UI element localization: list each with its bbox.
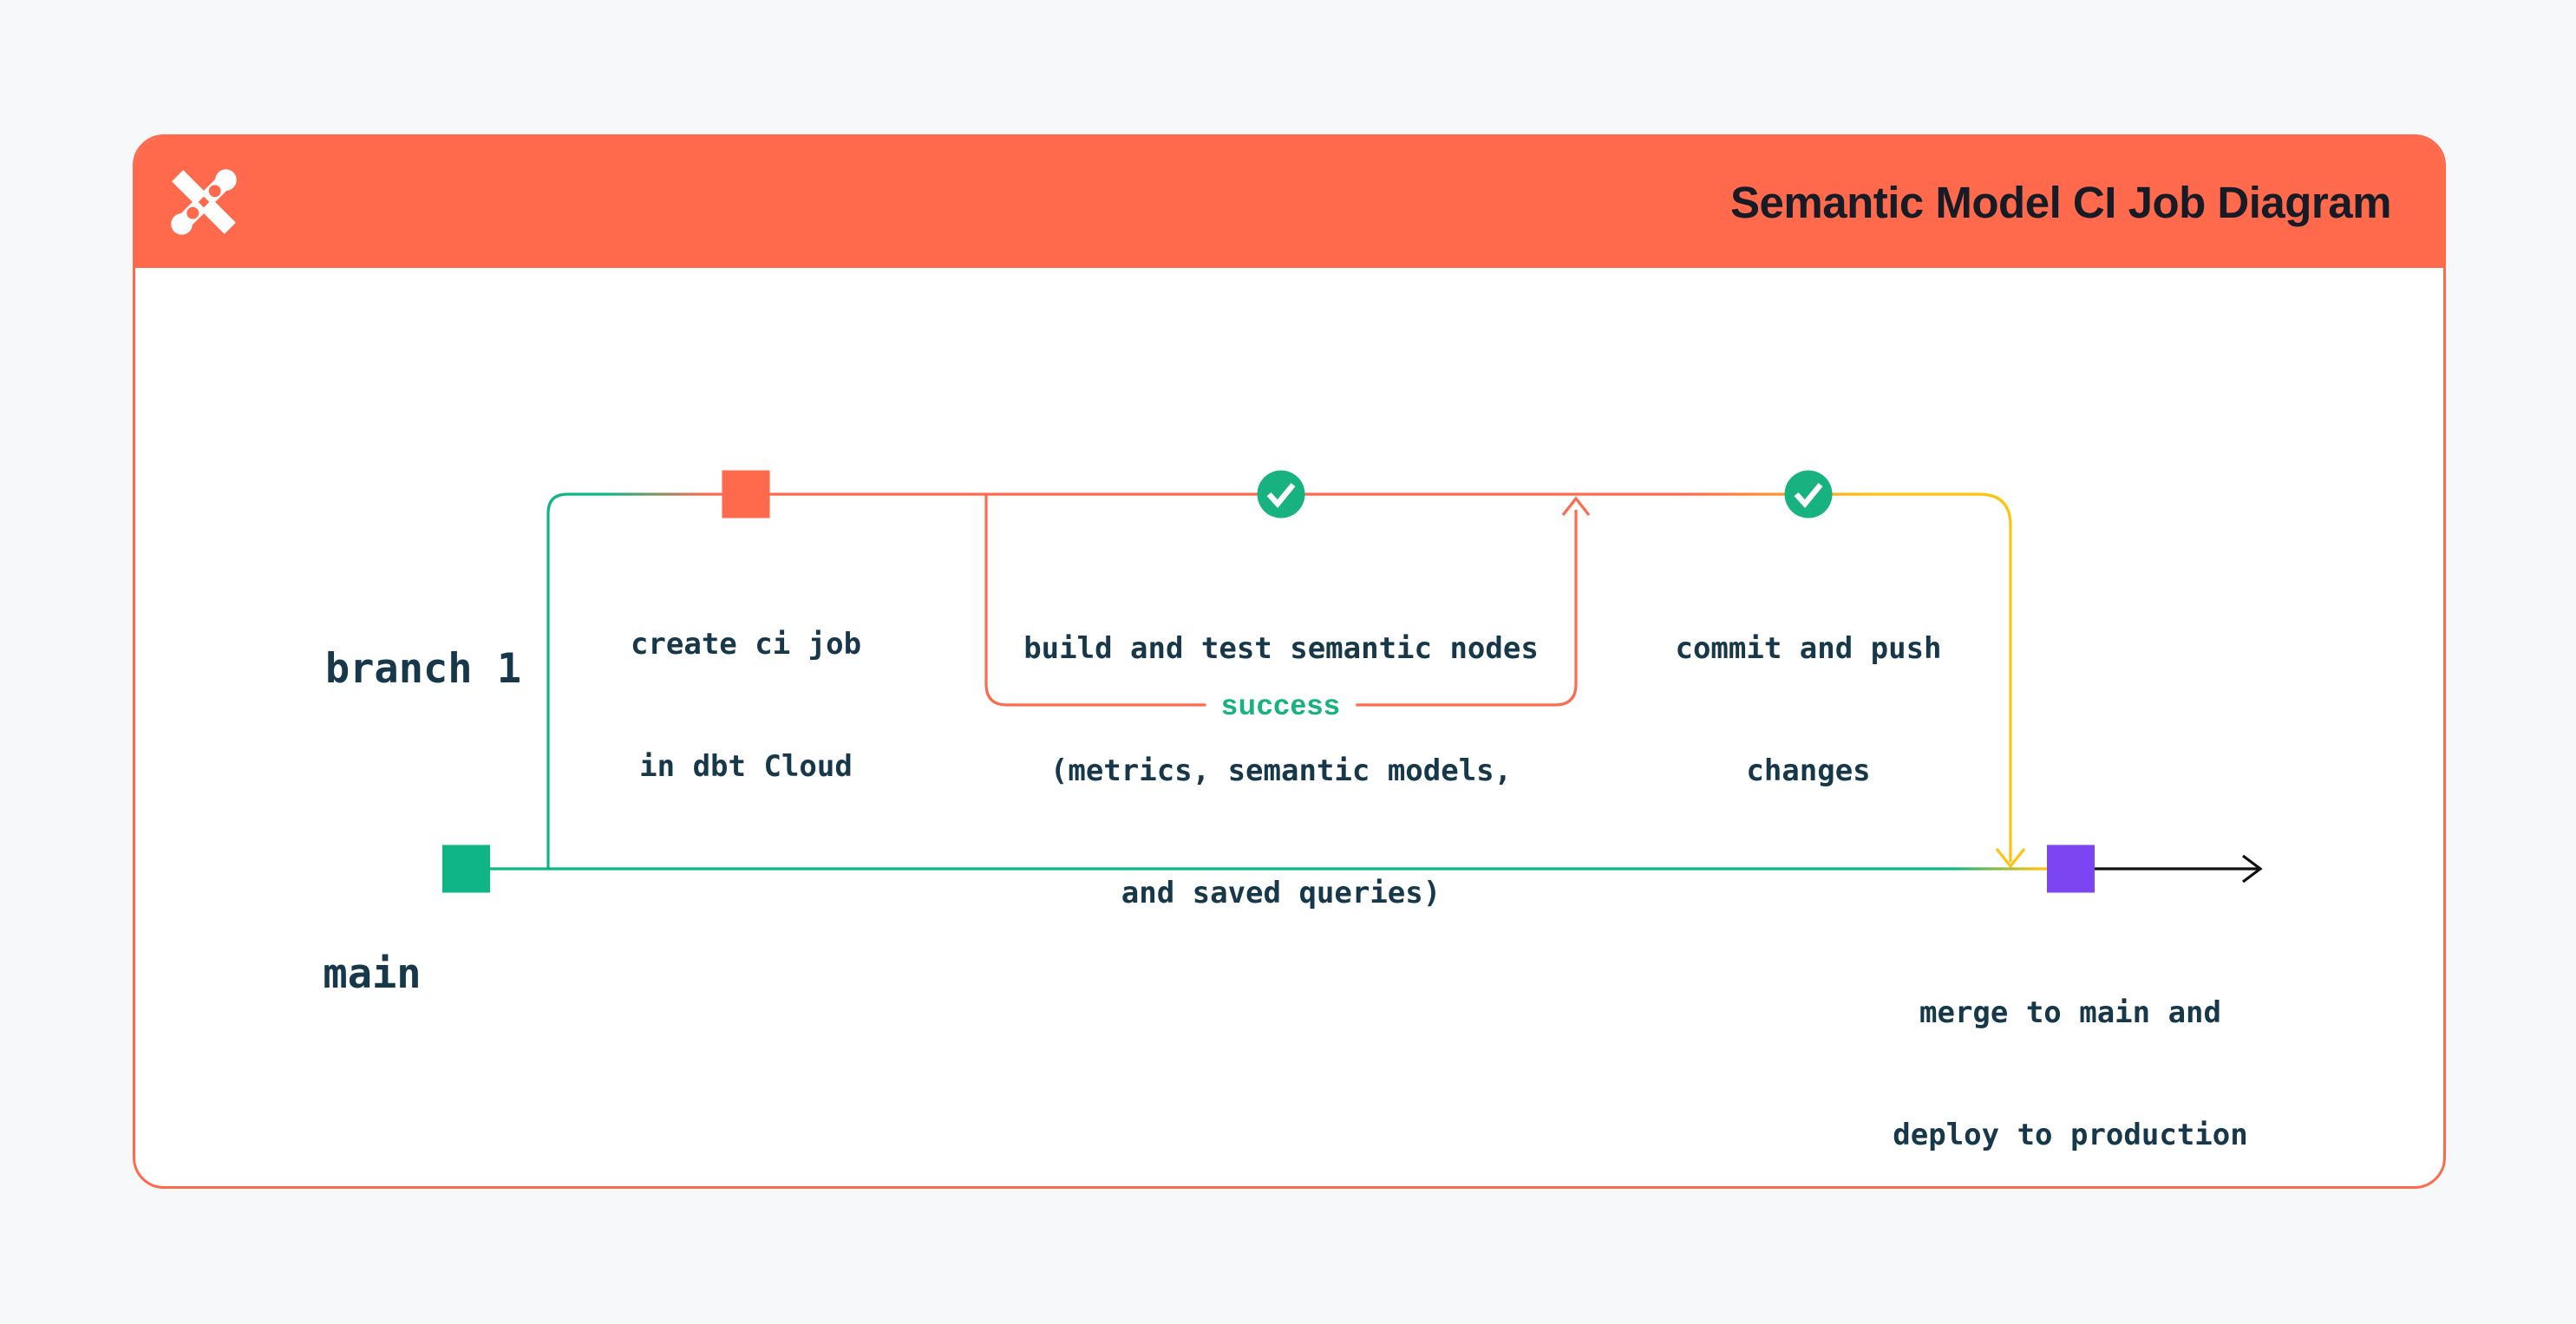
branch1-label: branch 1 [324, 645, 522, 693]
commit-node-create-ci [722, 470, 770, 519]
success-label: success [1206, 687, 1357, 723]
branch-line [546, 492, 2012, 869]
diagram-card: Semantic Model CI Job Diagram [133, 134, 2446, 1189]
create-ci-job-label: create ci job in dbt Cloud [630, 627, 862, 784]
commit-push-label: commit and push changes [1675, 631, 1942, 788]
card-header: Semantic Model CI Job Diagram [135, 137, 2443, 268]
merge-deploy-label: merge to main and deploy to production [1893, 995, 2248, 1152]
main-label: main [323, 950, 422, 998]
commit-node-merge [2047, 845, 2095, 893]
production-arrowhead-icon [2242, 854, 2263, 884]
merge-arrowhead-icon [1995, 848, 2026, 869]
check-icon [1784, 470, 1833, 519]
check-icon [1257, 470, 1305, 519]
commit-node-main [442, 845, 490, 893]
page-title: Semantic Model CI Job Diagram [1729, 178, 2392, 227]
build-test-label: build and test semantic nodes (metrics, … [1023, 631, 1539, 910]
dbt-logo-icon [171, 169, 237, 235]
loop-arrowhead-icon [1561, 496, 1591, 516]
